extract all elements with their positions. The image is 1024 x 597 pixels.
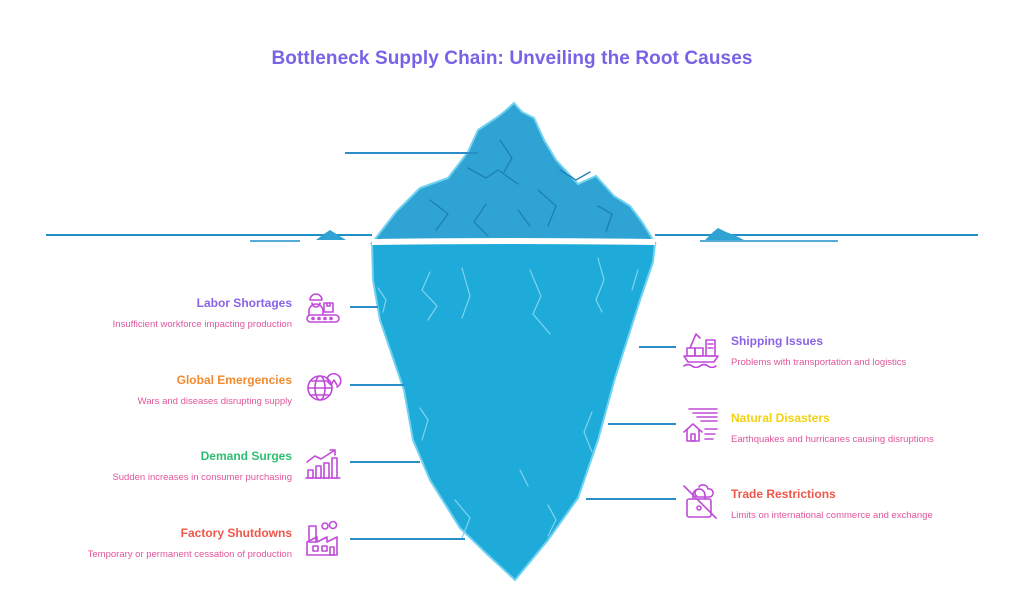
- item-description: Sudden increases in consumer purchasing: [112, 472, 292, 483]
- iceberg-underwater: [370, 242, 657, 582]
- ice-chunk-left: [316, 230, 346, 240]
- diagram-title: Bottleneck Supply Chain: Unveiling the R…: [271, 48, 753, 69]
- ice-chunk-right: [705, 228, 744, 240]
- item-description: Wars and diseases disrupting supply: [137, 396, 292, 407]
- item-natural-disasters: Natural Disasters Earthquakes and hurric…: [731, 411, 934, 446]
- item-global-emergencies: Global Emergencies Wars and diseases dis…: [138, 373, 292, 408]
- item-title: Global Emergencies: [176, 373, 292, 387]
- item-description: Problems with transportation and logisti…: [731, 357, 907, 368]
- item-factory-shutdowns: Factory Shutdowns Temporary or permanent…: [88, 526, 292, 561]
- item-description: Limits on international commerce and exc…: [731, 510, 933, 521]
- rising-chart-icon: [303, 444, 343, 484]
- item-trade-restrictions: Trade Restrictions Limits on internation…: [731, 487, 933, 522]
- item-title: Trade Restrictions: [731, 487, 836, 501]
- item-title: Labor Shortages: [196, 296, 292, 310]
- factory-worker-icon: [303, 288, 343, 328]
- item-title: Factory Shutdowns: [180, 526, 292, 540]
- globe-alert-icon: [303, 367, 343, 407]
- item-demand-surges: Demand Surges Sudden increases in consum…: [112, 449, 292, 484]
- water-surface-cut: [371, 238, 656, 245]
- item-description: Insufficient workforce impacting product…: [112, 319, 292, 330]
- item-title: Shipping Issues: [731, 334, 824, 348]
- house-storm-icon: [681, 405, 721, 445]
- iceberg-cracks-under: [377, 257, 639, 539]
- item-title: Natural Disasters: [731, 411, 830, 425]
- item-labor-shortages: Labor Shortages Insufficient workforce i…: [113, 296, 292, 331]
- leader-lines: [350, 306, 676, 540]
- restricted-trade-icon: [681, 481, 721, 521]
- iceberg-cracks-tip: [429, 139, 613, 237]
- iceberg-tip: [369, 101, 657, 244]
- item-title: Demand Surges: [200, 449, 292, 463]
- cargo-ship-icon: [681, 328, 721, 368]
- factory-icon: [303, 520, 343, 560]
- item-shipping-issues: Shipping Issues Problems with transporta…: [731, 334, 906, 369]
- item-description: Earthquakes and hurricanes causing disru…: [731, 434, 934, 445]
- item-description: Temporary or permanent cessation of prod…: [87, 549, 292, 560]
